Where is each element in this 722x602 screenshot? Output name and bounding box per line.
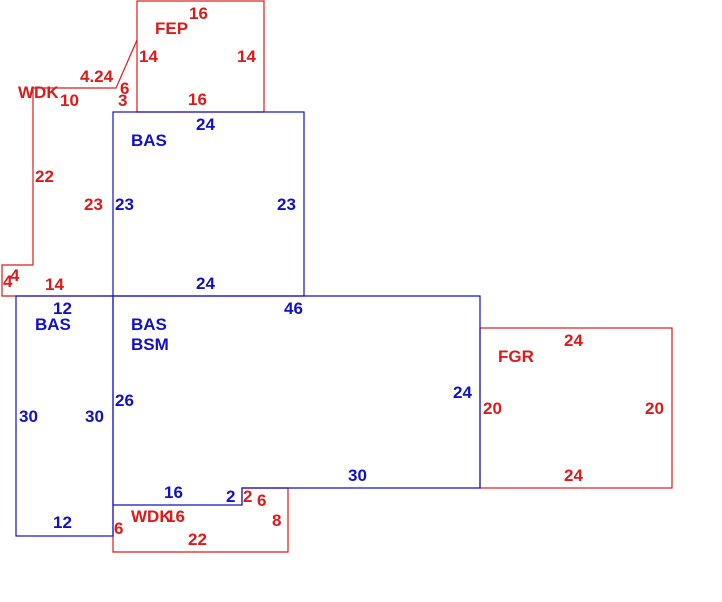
wdk-bottom-label: WDK: [131, 507, 172, 526]
wdk-bottom-dim-top: 16: [166, 507, 185, 526]
bas-upper-dim-right: 23: [277, 195, 296, 214]
wdk-bottom-dim-left: 6: [114, 519, 123, 538]
bas-left-dim-top: 12: [53, 299, 72, 318]
bas-upper-dim-left: 23: [115, 195, 134, 214]
wdk-bottom-dim-right: 8: [272, 511, 281, 530]
wdk-top-dim-top: 10: [60, 91, 79, 110]
wdk-top-dim-left: 22: [35, 167, 54, 186]
bas-main-outline: [112, 295, 481, 506]
bas-left-label: BAS: [35, 315, 71, 334]
wdk-top-outline: [1, 39, 138, 297]
bas-upper-dim-top: 24: [196, 115, 215, 134]
bas-upper-dim-bottom: 24: [196, 274, 215, 293]
living-outlines: [15, 111, 481, 537]
bas-left-dim-bottom: 12: [53, 513, 72, 532]
bas-main-dim-bottom: 30: [348, 466, 367, 485]
wdk-bottom-dim-step: 2: [243, 487, 252, 506]
wdk-top-dim-diagonal: 4.24: [80, 67, 114, 86]
fep-dim-left: 14: [139, 47, 158, 66]
fgr-dim-top: 24: [564, 331, 583, 350]
wdk-top-dim-notch-top: 4: [10, 266, 20, 285]
bas-main-dim-top: 46: [284, 299, 303, 318]
bas-main-dim-bottom-left: 16: [164, 483, 183, 502]
fep-label: FEP: [155, 19, 188, 38]
fep-dim-right: 14: [237, 47, 256, 66]
fgr-label: FGR: [498, 347, 534, 366]
bas-left-dim-right: 30: [85, 407, 104, 426]
fgr-dim-right: 20: [645, 399, 664, 418]
wdk-top-label: WDK: [18, 83, 59, 102]
wdk-top-dim-notch-left: 4: [3, 272, 13, 291]
bas-main-dim-step: 2: [226, 487, 235, 506]
wdk-top-dim-bottom: 14: [45, 275, 64, 294]
wdk-top-dim-six: 6: [120, 79, 129, 98]
bas-left-dim-left: 30: [19, 407, 38, 426]
fgr-dim-left: 20: [483, 399, 502, 418]
wdk-top-dim-right: 23: [84, 195, 103, 214]
fep-dim-bottom: 16: [188, 90, 207, 109]
fgr-dim-bottom: 24: [564, 466, 583, 485]
bas-main-label: BAS: [131, 315, 167, 334]
fep-dim-top: 16: [189, 4, 208, 23]
wdk-bottom-dim-bottom: 22: [188, 530, 207, 549]
wdk-bottom-dim-top-right: 6: [257, 491, 266, 510]
bsm-main-label: BSM: [131, 335, 169, 354]
bas-upper-label: BAS: [131, 131, 167, 150]
wdk-top-dim-three: 3: [118, 91, 127, 110]
bas-main-dim-left: 26: [115, 391, 134, 410]
bas-main-dim-right: 24: [453, 383, 472, 402]
